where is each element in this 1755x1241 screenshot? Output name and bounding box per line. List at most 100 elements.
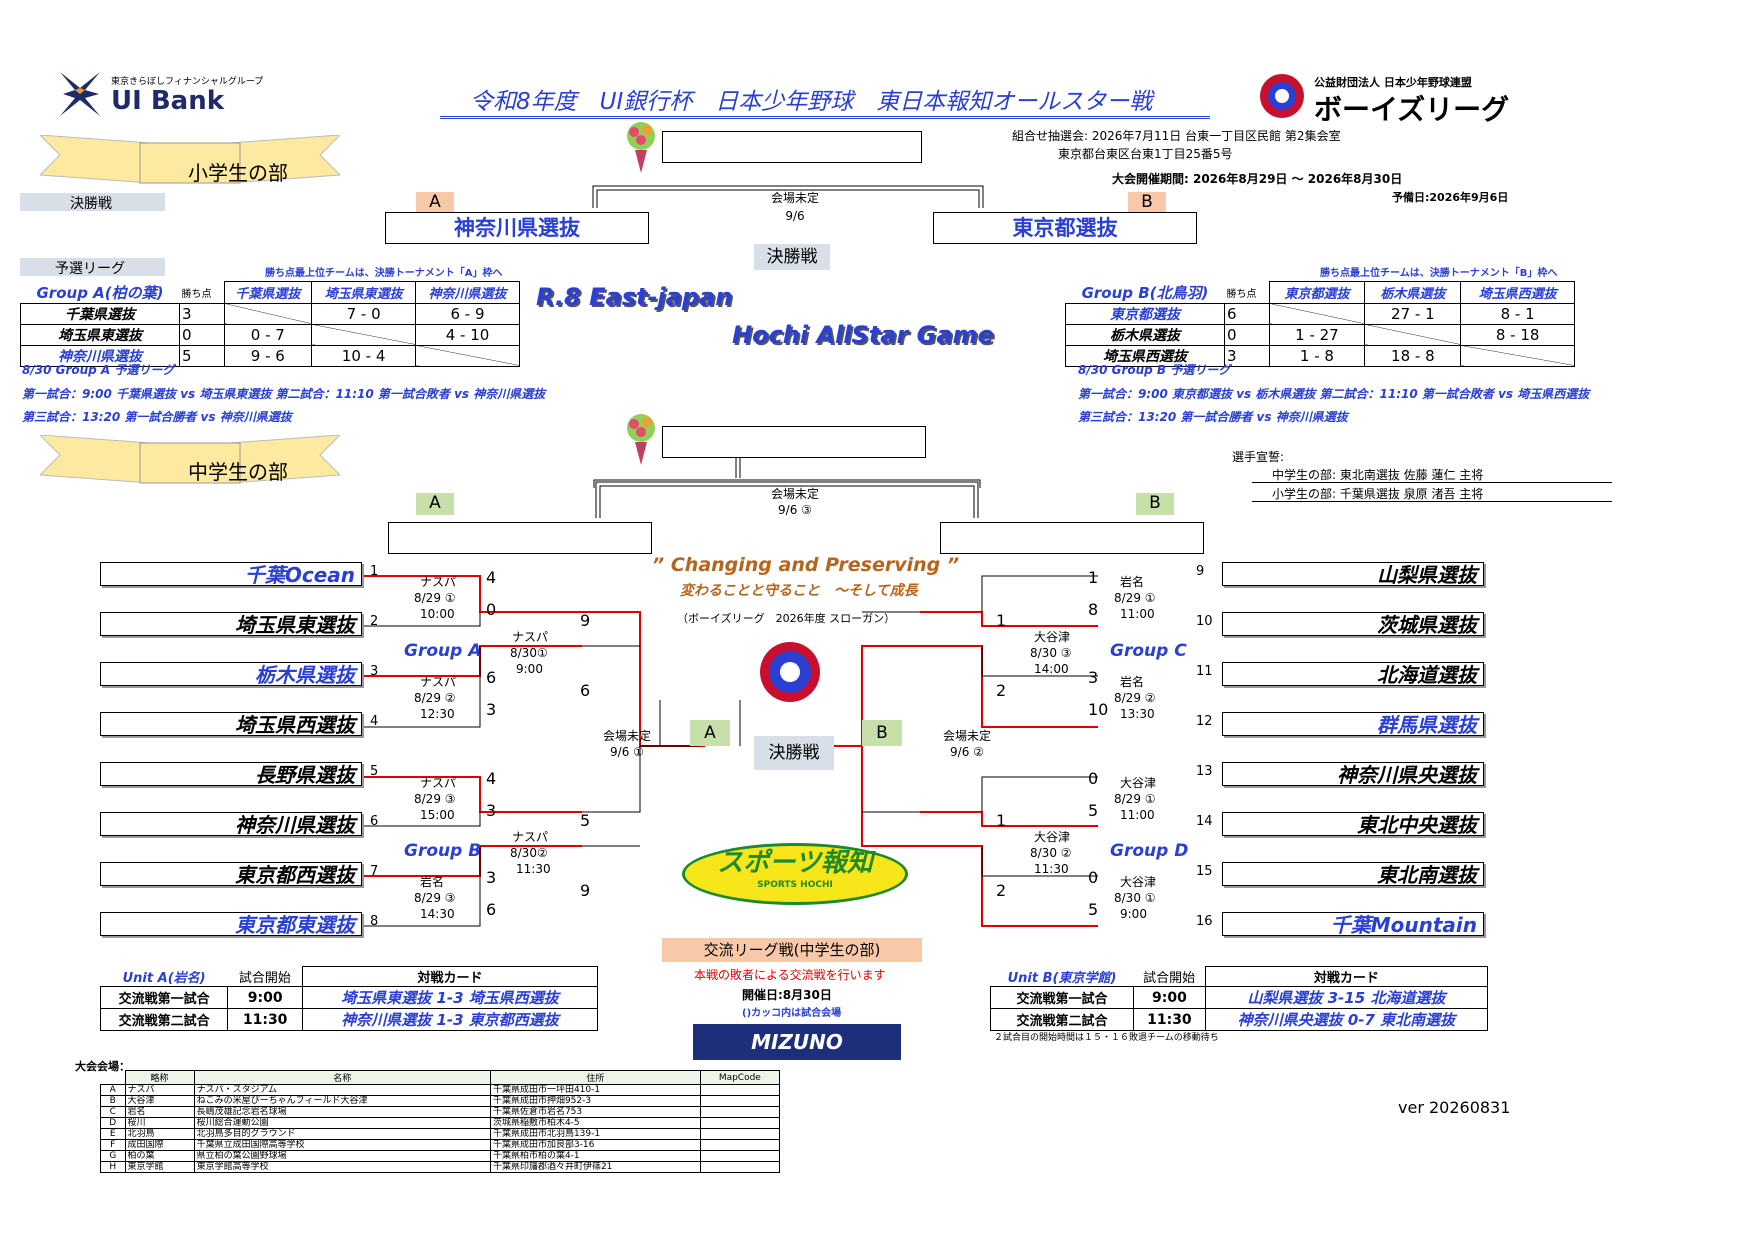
boys-league-emblem-icon [760,642,820,702]
venue-cell: 岩名 [124,1106,195,1118]
left-r1-venue-4: 岩名 [420,875,445,889]
tournament-period: 大会開催期間: 2026年8月29日 ～ 2026年8月30日 [1112,172,1403,186]
venue-cell: F [100,1139,126,1151]
right-r1-time-4: 9:00 [1120,907,1147,921]
groupA-sched-1: 第一試合：9:00 千葉県選抜 vs 埼玉県東選抜 第二試合：11:10 第一試… [22,387,546,401]
groupB-sched-2: 第三試合：13:20 第一試合勝者 vs 神奈川県選抜 [1078,410,1348,424]
sports-hochi-sub: SPORTS HOCHI [757,880,833,890]
left-r1-score1-3: 4 [486,769,497,788]
exchange-venue-note: ()カッコ内は試合会場 [742,1008,842,1019]
unitB-row1-time: 9:00 [1133,986,1206,1009]
groupA-row2-team: 埼玉県東選抜 [20,323,180,346]
mizuno-logo: MIZUNO [693,1024,901,1060]
left-r1-date-1: 8/29 ① [414,591,456,605]
left-group-1: Group A [404,641,482,661]
venue-cell: 成田国際 [124,1139,195,1151]
unitB-row2-match: 神奈川県央選抜 0-7 東北南選抜 [1204,1008,1489,1031]
venue-cell: 大谷津 [124,1095,195,1107]
bank-name: UI Bank [111,86,225,116]
junior-right-team-2: 茨城県選抜 [1222,612,1484,637]
unitA-name: Unit A(岩名) [122,970,206,986]
unitA-table: Unit A(岩名) 試合開始 対戦カード 交流戦第一試合 9:00 埼玉県東選… [99,966,598,1031]
reserve-day: 予備日:2026年9月6日 [1392,191,1509,204]
unitB-row1-match: 山梨県選抜 3-15 北海道選抜 [1204,986,1489,1009]
venue-cell: 東京学館高等学校 [193,1161,491,1173]
groupA-row3-points: 5 [179,344,225,367]
groupA-row2-cell1: 0 - 7 [223,323,313,346]
groupB-col-1: 東京都選抜 [1268,281,1366,304]
league-emblem-icon [1260,74,1304,118]
groupA-row3-team: 神奈川県選抜 [20,344,180,367]
left-r1-score1-1: 4 [486,568,497,587]
left-r1-date-4: 8/29 ③ [414,891,456,905]
right-r1-score2-4: 5 [1088,900,1099,919]
groupB-row2-team: 栃木県選抜 [1065,323,1225,346]
left-r2-date-1: 8/30① [510,646,548,660]
unitB-row1-label: 交流戦第一試合 [989,986,1135,1009]
junior-final-slot-b: B [862,720,902,746]
junior-right-seed-7: 15 [1196,864,1213,879]
right-r1-time-3: 11:00 [1120,808,1155,822]
left-r1-score1-4: 3 [486,868,497,887]
junior-left-seed-6: 6 [370,814,379,829]
junior-left-seed-2: 2 [370,614,379,629]
junior-final-slot-a: A [690,720,730,746]
junior-finalist-b [940,522,1204,554]
right-r2-score2-1: 2 [996,681,1007,700]
junior-right-team-6: 東北中央選抜 [1222,812,1484,837]
groupB-row3-cell1: 1 - 8 [1268,344,1366,367]
boys-league-logo: 公益財団法人 日本少年野球連盟 ボーイズリーグ [1258,72,1558,126]
draw-info: 組合せ抽選会: 2026年7月11日 台東一丁目区民館 第2集会室 [1012,129,1341,143]
left-r1-time-2: 12:30 [420,707,455,721]
right-r2-score2-2: 2 [996,881,1007,900]
elementary-banner [40,135,340,184]
unitA-start-header: 試合開始 [238,970,291,986]
venue-cell [699,1117,781,1129]
junior-final-center: 決勝戦 [754,736,834,770]
venue-cell: H [100,1161,126,1173]
unitA-row1-label: 交流戦第一試合 [99,986,229,1009]
junior-left-team-3: 栃木県選抜 [100,662,362,687]
venues-header-abbr: 略称 [124,1070,195,1085]
sports-hochi-name: スポーツ報知 [717,848,873,878]
groupB-row2-cell1: 1 - 27 [1268,323,1366,346]
venue-cell: G [100,1150,126,1162]
groupA-table: Group A(柏の葉) 勝ち点 千葉県選抜 埼玉県東選抜 神奈川県選抜 千葉県… [20,281,520,367]
groupB-table: Group B(北鳥羽) 勝ち点 東京都選抜 栃木県選抜 埼玉県西選抜 東京都選… [1065,281,1575,367]
slogan-note: （ボーイズリーグ 2026年度 スローガン） [677,612,896,625]
venue-cell: 長嶋茂雄記念岩名球場 [193,1106,491,1118]
left-r2-score1-2: 5 [580,811,591,830]
junior-slot-a: A [416,493,454,515]
left-r2-score1-1: 9 [580,611,591,630]
left-r1-date-2: 8/29 ② [414,691,456,705]
right-group-1: Group C [1110,641,1187,661]
venue-cell: ナスパ・スタジアム [193,1084,491,1096]
oath-title: 選手宣誓: [1232,450,1285,464]
venue-cell: ねこみの米屋ぴーちゃんフィールド大谷津 [193,1095,491,1107]
elementary-slot-a: A [416,192,454,212]
left-r1-time-3: 15:00 [420,808,455,822]
junior-left-team-2: 埼玉県東選抜 [100,612,362,637]
left-r2-score2-1: 6 [580,681,591,700]
groupB-points-header: 勝ち点 [1226,288,1257,300]
left-r1-venue-2: ナスパ [420,675,457,689]
groupB-row3-team: 埼玉県西選抜 [1065,344,1225,367]
junior-right-seed-1: 9 [1196,564,1205,579]
venue-cell: 千葉県柏市柏の葉4-1 [489,1150,701,1162]
exchange-footnote: ２試合目の開始時間は１５・１６敗退チームの移動待ち [994,1033,1219,1043]
elementary-team-b: 東京都選抜 [933,212,1197,244]
junior-right-seed-8: 16 [1196,914,1213,929]
elementary-venue: 会場未定 [770,191,819,205]
junior-right-seed-2: 10 [1196,614,1213,629]
venue-cell: D [100,1117,126,1129]
groupB-name: Group B(北鳥羽) [1081,283,1209,302]
right-r1-time-2: 13:30 [1120,707,1155,721]
venue-cell: B [100,1095,126,1107]
right-r1-score1-3: 0 [1088,769,1099,788]
right-r2-score1-1: 1 [996,611,1007,630]
title-underline [440,116,1210,119]
